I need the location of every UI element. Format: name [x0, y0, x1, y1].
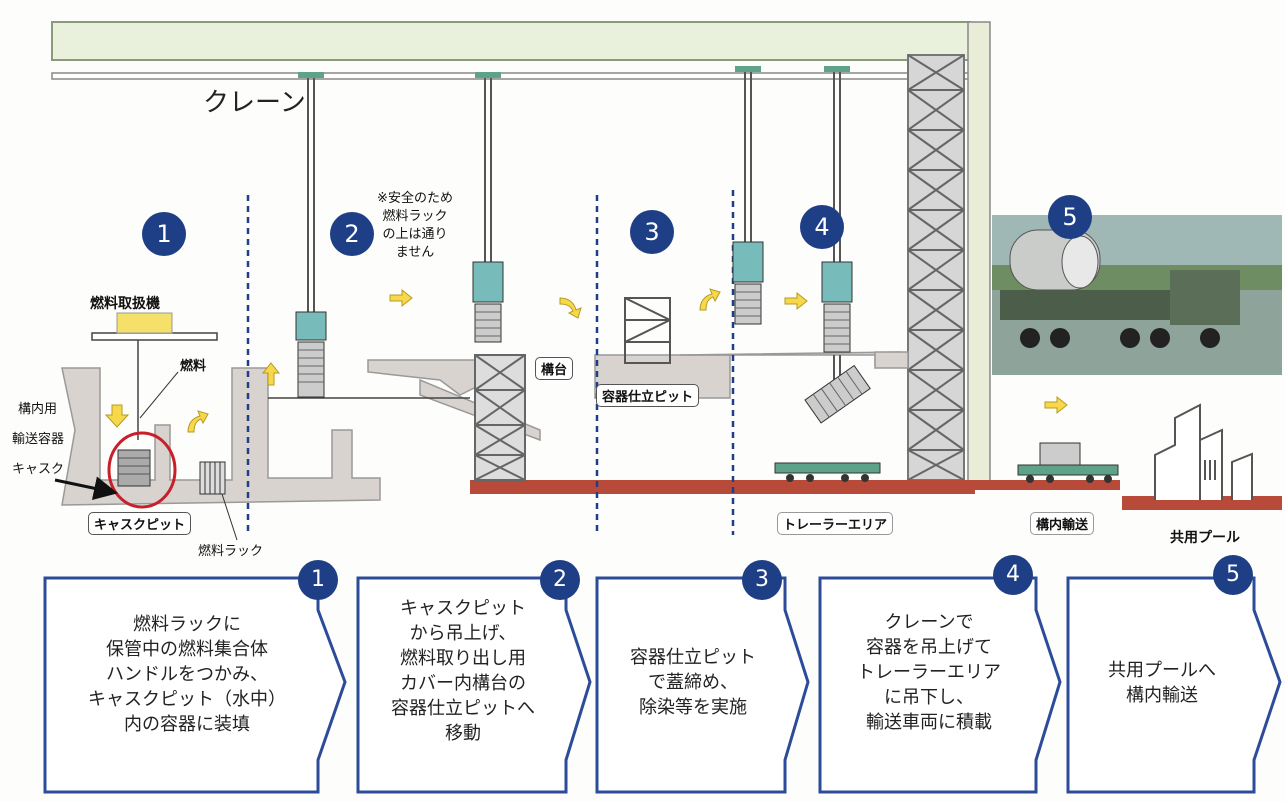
step-text-4: クレーンで 容器を吊上げて トレーラーエリア に吊下し、 輸送車両に積載	[857, 612, 1001, 733]
onsite-container-label-1: 構内用	[18, 402, 58, 417]
step-box-3	[595, 576, 810, 794]
step-boxes	[43, 576, 1282, 794]
step-text-2: キャスクピット から吊上げ、 燃料取り出し用 カバー内構台の 容器仕立ピットへ …	[391, 598, 535, 744]
step-box-4	[818, 576, 1062, 794]
fuel-label: 燃料	[180, 359, 207, 374]
platform-lattice	[474, 354, 526, 481]
scene-number-4: 4	[800, 205, 844, 249]
step-text-5: 共用プールへ 構内輸送	[1108, 660, 1216, 706]
step-number-3: 3	[742, 560, 782, 600]
safety-note: ※安全のため 燃料ラック の上は通り ません	[377, 191, 453, 260]
common-pool-label: 共用プール	[1170, 530, 1240, 546]
container-pit-label: 容器仕立ピット	[596, 384, 700, 407]
cask	[117, 449, 151, 487]
scene-number-1: 1	[142, 212, 186, 256]
cask-arrow	[54, 476, 118, 501]
fuel-leader	[139, 371, 179, 419]
scene-number-2: 2	[330, 212, 374, 256]
step-text-1: 燃料ラックに 保管中の燃料集合体 ハンドルをつかみ、 キャスクピット（水中） 内…	[88, 614, 286, 735]
onsite-container-label-2: 輸送容器	[12, 432, 65, 447]
fuel-rack-leader	[221, 493, 238, 541]
step-number-4: 4	[993, 555, 1033, 595]
fuel-rack-label: 燃料ラック	[198, 544, 264, 559]
fuel-rack-shape	[199, 461, 226, 495]
floor-right	[975, 480, 1120, 490]
right-column	[967, 21, 991, 483]
crane-label: クレーン	[203, 88, 306, 118]
cask-pit-label: キャスクピット	[88, 512, 192, 535]
crane-girder	[51, 21, 971, 61]
flow-arrows	[104, 288, 1068, 433]
cask-highlight	[107, 431, 177, 509]
hoisted-containers	[295, 241, 871, 424]
cask-label: キャスク	[12, 462, 65, 477]
container-frame	[624, 297, 671, 364]
step-number-2: 2	[540, 560, 580, 600]
platform-label: 構台	[535, 357, 574, 380]
transport-photo	[992, 215, 1282, 375]
onsite-transport-label: 構内輸送	[1030, 512, 1095, 535]
trailer-2	[1017, 442, 1119, 483]
step-number-5: 5	[1213, 555, 1253, 595]
floor	[470, 480, 975, 494]
step-box-5	[1066, 576, 1282, 794]
hoist-tops	[298, 66, 850, 78]
trailer-area-label: トレーラーエリア	[777, 512, 894, 535]
step-number-1: 1	[298, 560, 338, 600]
scene-number-5: 5	[1048, 195, 1092, 239]
scene-number-3: 3	[630, 210, 674, 254]
fuel-handler	[91, 312, 218, 440]
lattice-tower	[907, 54, 965, 481]
pool-building	[1154, 403, 1253, 500]
step-text-3: 容器仕立ピット で蓋締め、 除染等を実施	[630, 647, 756, 718]
trailer-1	[774, 462, 881, 482]
fuel-handler-label: 燃料取扱機	[90, 296, 160, 312]
crane-rail	[51, 72, 971, 80]
